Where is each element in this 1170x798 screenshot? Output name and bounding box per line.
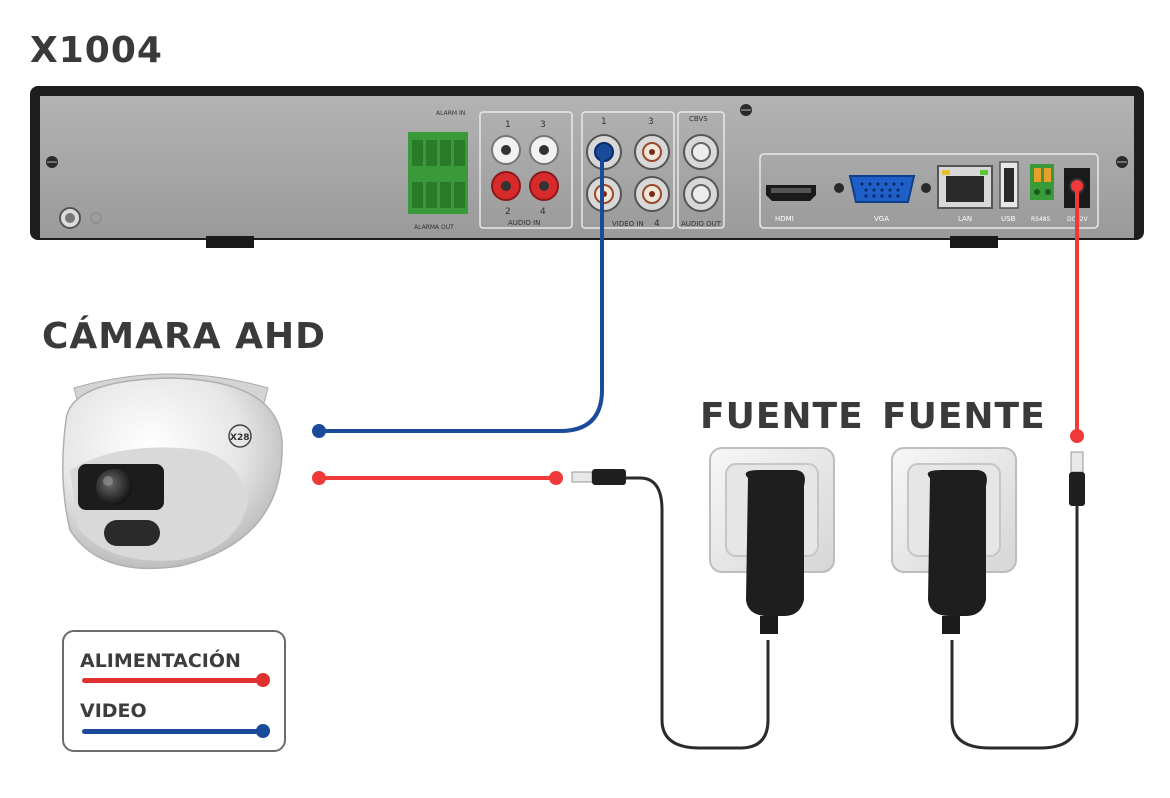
video-cable-end [598,146,610,158]
adapter-1-cable [626,476,770,750]
power-adapter-2 [927,470,987,634]
vga-label: VGA [874,215,889,223]
video-in-ch1-label: 1 [601,117,607,127]
cbvs-bnc[interactable] [683,134,719,170]
camera-title: CÁMARA AHD [42,316,326,357]
alarm-in-label: ALARM IN [436,110,465,117]
dvr-back-panel: ALARM IN ALARMA OUT 1 3 2 4 AUDIO IN 1 [30,86,1144,248]
screw-icon [834,183,844,193]
audio-out-label: AUDIO OUT [681,220,722,228]
audio-in-ch1-jack[interactable] [491,135,521,165]
video-in-label: VIDEO IN [612,220,644,228]
video-in-ch3-bnc[interactable] [634,134,670,170]
audio-in-label: AUDIO IN [508,219,540,227]
legend-power-line [82,678,262,683]
legend: ALIMENTACIÓN VIDEO [62,630,286,752]
screw-icon [46,156,58,168]
rs485-terminal[interactable] [1030,164,1054,200]
legend-power-label: ALIMENTACIÓN [80,650,241,672]
lan-label: LAN [958,215,972,223]
screw-icon [740,104,752,116]
audio-in-ch4-jack[interactable] [529,171,559,201]
video-in-ch4-label: 4 [654,219,660,229]
power-cable-end [1070,429,1084,443]
legend-video-dot [256,724,270,738]
power-supply-title-1: FUENTE [700,396,864,437]
audio-in-ch2-label: 2 [505,207,511,217]
video-cable-end [312,424,326,438]
camera-lens-icon [96,469,132,505]
usb-label: USB [1001,215,1016,223]
usb-port[interactable] [999,161,1019,209]
audio-in-ch2-jack[interactable] [491,171,521,201]
video-cable [320,152,604,433]
video-in-ch4-bnc[interactable] [634,176,670,212]
power-cable-end [549,471,563,485]
power-cable-end [1071,180,1083,192]
screw-icon [921,183,931,193]
cbvs-label: CBVS [689,115,708,123]
video-in-ch3-label: 3 [648,117,654,127]
audio-in-ch4-label: 4 [540,207,546,217]
hdmi-port[interactable] [766,185,816,201]
audio-in-ch3-label: 3 [540,120,546,130]
legend-video-label: VIDEO [80,700,147,722]
alarm-out-label: ALARMA OUT [414,224,454,231]
dc-plug-1 [571,469,626,485]
model-title: X1004 [30,30,163,71]
ground-screw-icon [59,207,102,229]
hdmi-label: HDMI [775,215,794,223]
power-adapter-1 [745,470,805,634]
audio-in-ch3-jack[interactable] [529,135,559,165]
screw-icon [1116,156,1128,168]
lan-port[interactable] [937,165,993,209]
power-cable-end [312,471,326,485]
audio-out-bnc[interactable] [683,176,719,212]
adapter-2-cable [950,506,1079,750]
power-supply-title-2: FUENTE [882,396,1046,437]
ahd-dome-camera: X28 [62,373,283,570]
rs485-label: RS485 [1031,216,1051,223]
dc-plug-2 [1069,451,1085,506]
camera-logo: X28 [228,424,252,448]
svg-text:X28: X28 [230,433,249,443]
legend-power-dot [256,673,270,687]
legend-video-line [82,729,262,734]
vga-port[interactable] [848,175,916,203]
audio-in-ch1-label: 1 [505,120,511,130]
